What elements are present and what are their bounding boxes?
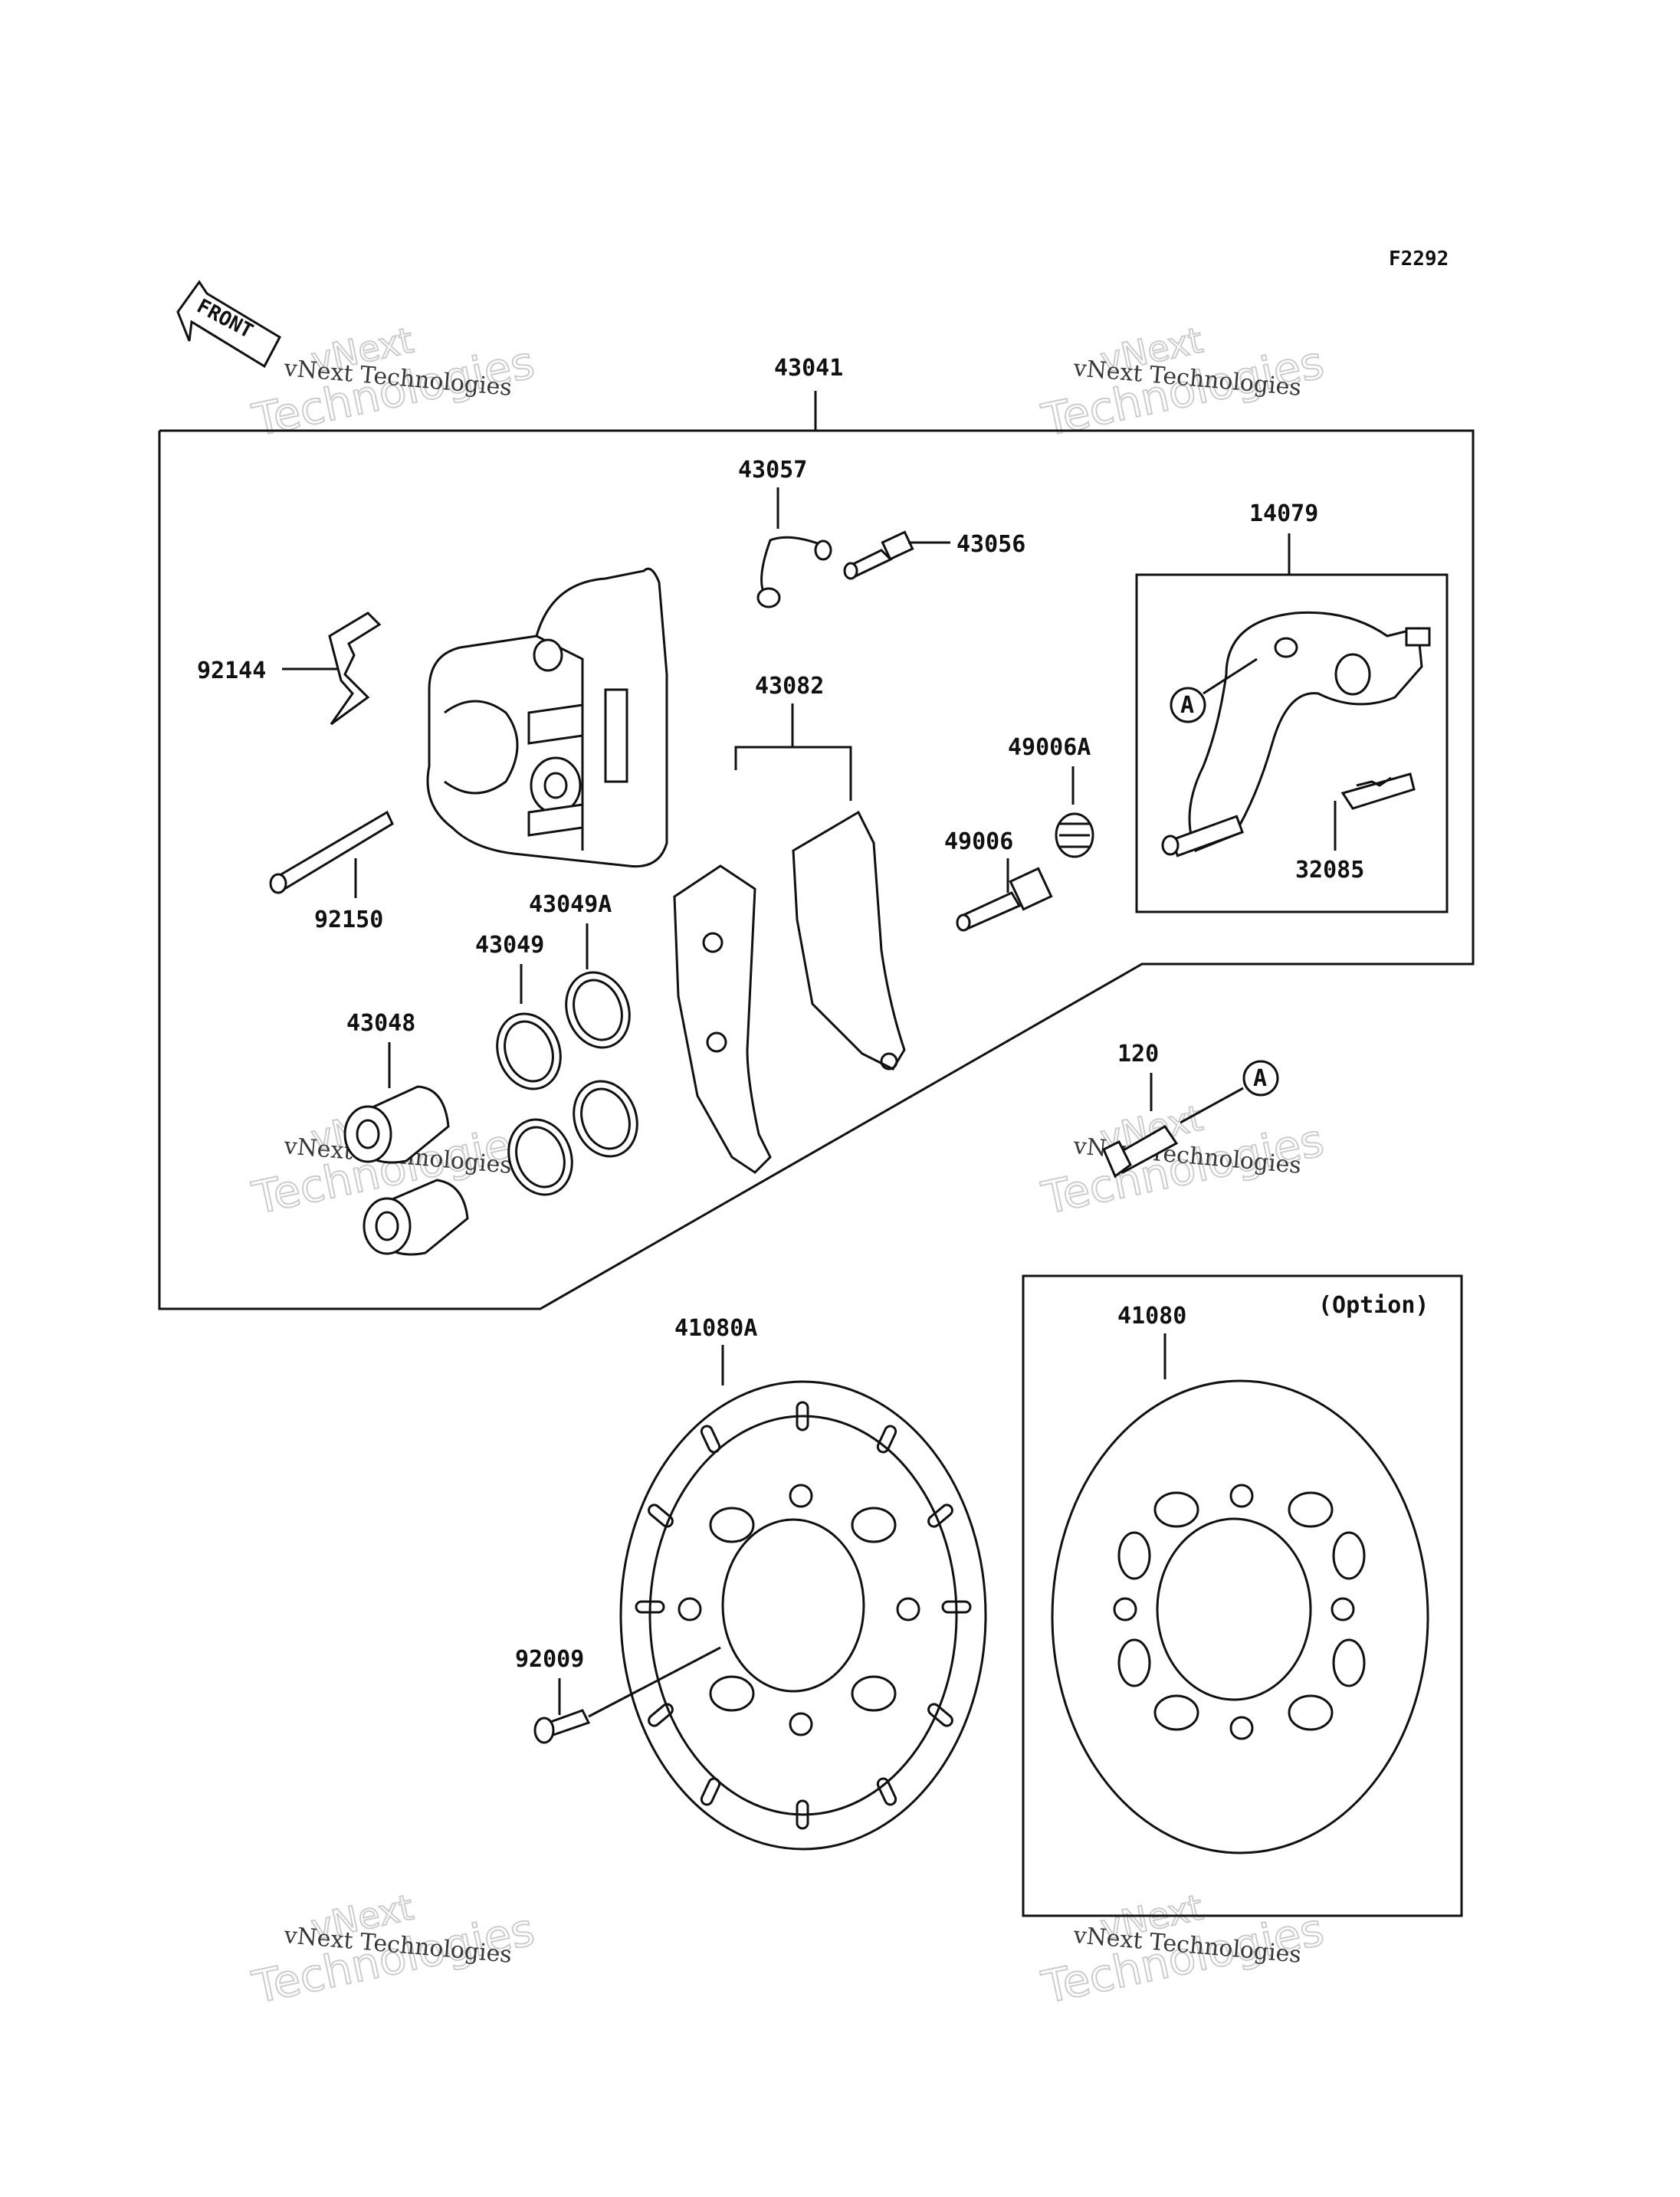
label-120: 120 <box>1117 1041 1159 1067</box>
figure-code: F2292 <box>1389 248 1449 271</box>
brake-pad-right <box>792 810 906 1071</box>
brake-caliper <box>426 567 668 868</box>
label-32085: 32085 <box>1295 857 1364 884</box>
brake-disc-41080 <box>1051 1379 1429 1854</box>
label-43048: 43048 <box>346 1010 415 1037</box>
label-92144: 92144 <box>197 657 266 684</box>
label-49006a: 49006A <box>1008 734 1091 761</box>
option-box <box>1022 1274 1463 1917</box>
bracket-subbox <box>1135 573 1449 913</box>
brake-disc-41080a <box>619 1380 987 1851</box>
label-92009: 92009 <box>515 1646 584 1673</box>
front-arrow-icon: FRONT <box>176 280 281 369</box>
option-label: (Option) <box>1318 1292 1429 1319</box>
caliper-assembly-boundary <box>158 429 1475 1310</box>
brake-pad-left <box>673 864 772 1174</box>
caliper-bracket <box>1161 611 1431 857</box>
bleeder-valve <box>843 530 914 580</box>
mark-a-circle <box>1170 687 1206 723</box>
pistons <box>343 1085 469 1256</box>
caliper-pin <box>269 810 394 894</box>
label-43049a: 43049A <box>529 891 612 918</box>
bleeder-clip <box>756 536 832 608</box>
piston-seals <box>496 971 638 1196</box>
mark-a-circle-2 <box>1242 1060 1279 1097</box>
label-43049: 43049 <box>475 932 544 959</box>
label-43056: 43056 <box>956 531 1025 558</box>
mark-a-1: A <box>1180 692 1194 719</box>
label-43057: 43057 <box>738 457 807 484</box>
pad-spring-92144 <box>328 612 382 726</box>
disc-bolt <box>533 1709 591 1744</box>
dust-boot <box>1055 812 1094 858</box>
label-14079: 14079 <box>1249 500 1318 527</box>
label-43082: 43082 <box>755 673 824 700</box>
label-49006: 49006 <box>944 828 1013 855</box>
label-43041: 43041 <box>774 355 843 382</box>
mark-a-2: A <box>1253 1065 1267 1092</box>
slide-pin <box>956 867 1053 932</box>
label-92150: 92150 <box>314 907 383 933</box>
pad-spring-32085 <box>1340 772 1416 810</box>
bracket-bolt <box>1102 1125 1179 1179</box>
label-41080: 41080 <box>1117 1303 1186 1330</box>
label-41080a: 41080A <box>674 1315 757 1342</box>
